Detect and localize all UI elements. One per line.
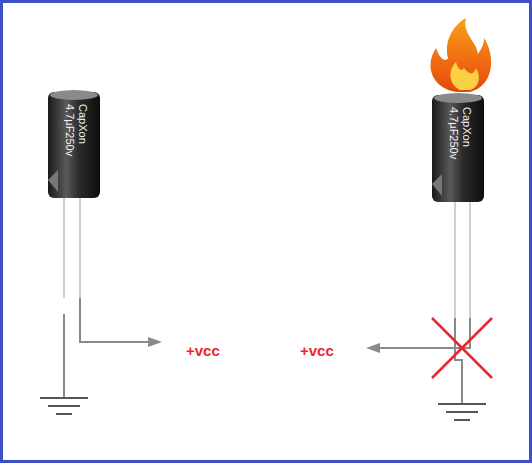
wire bbox=[64, 298, 150, 398]
capacitor-marking: CapXon bbox=[460, 107, 473, 147]
capacitor-marking: 4.7µF250v bbox=[63, 104, 76, 156]
capacitor-marking: 4.7µF250v bbox=[447, 107, 460, 159]
signal-label: +vcc bbox=[186, 343, 220, 358]
capacitor-marking: CapXon bbox=[76, 104, 89, 144]
capacitor-marking: 4.7µF250v bbox=[63, 104, 76, 156]
capacitor-marking: CapXon bbox=[460, 107, 473, 147]
flame-icon bbox=[430, 18, 491, 92]
capacitor-marking: 4.7µF250v bbox=[447, 107, 460, 159]
capacitor-symbol bbox=[48, 90, 100, 298]
signal-label: +vcc bbox=[300, 343, 334, 358]
ground-symbol bbox=[438, 404, 486, 420]
wire bbox=[378, 318, 470, 404]
capacitor-symbol bbox=[432, 93, 484, 330]
ground-symbol bbox=[40, 398, 88, 414]
arrowhead bbox=[148, 337, 162, 347]
cross-mark bbox=[432, 318, 492, 378]
arrowhead bbox=[366, 343, 380, 353]
capacitor-marking: CapXon bbox=[76, 104, 89, 144]
